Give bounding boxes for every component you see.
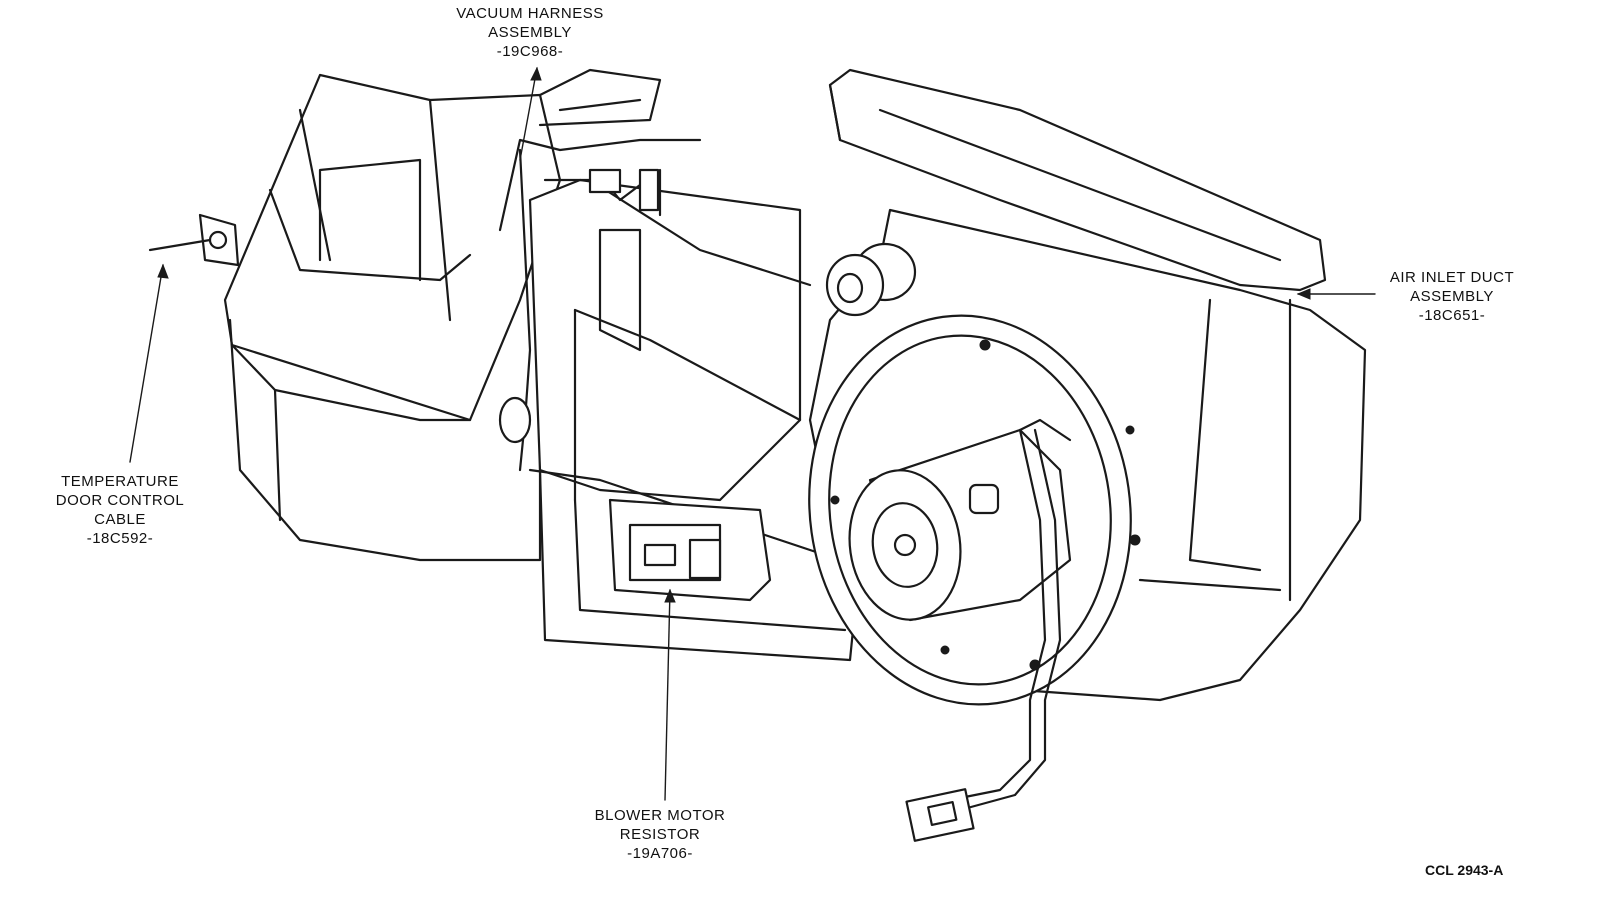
blower-resistor-part-number: -19A706- xyxy=(627,845,693,862)
air-inlet-part-number: -18C651- xyxy=(1418,307,1486,324)
figure-id: CCL 2943-A xyxy=(1425,862,1504,878)
vacuum-hoses xyxy=(498,138,812,472)
vacuum-harness-line1: VACUUM HARNESS xyxy=(456,5,604,22)
air-inlet-line1: AIR INLET DUCT xyxy=(1389,269,1515,286)
leader-lines xyxy=(129,66,1376,801)
temp-cable-bracket xyxy=(148,213,240,267)
fasteners xyxy=(830,339,1141,671)
air-inlet-line2: ASSEMBLY xyxy=(1410,288,1494,305)
blower-resistor-line1: BLOWER MOTOR xyxy=(594,807,726,824)
blower-resistor-line2: RESISTOR xyxy=(619,826,701,843)
temp-cable-callout: TEMPERATURE DOOR CONTROL CABLE -18C592- xyxy=(40,472,200,548)
vacuum-harness-line2: ASSEMBLY xyxy=(488,24,572,41)
vacuum-harness-part-number: -19C968- xyxy=(496,43,564,60)
air-inlet-duct xyxy=(828,68,1327,292)
blower-resistor-callout: BLOWER MOTOR RESISTOR -19A706- xyxy=(570,806,750,863)
blower-resistor-part xyxy=(608,498,772,602)
evaporator-case xyxy=(223,68,662,562)
air-inlet-callout: AIR INLET DUCT ASSEMBLY -18C651- xyxy=(1372,268,1532,325)
temp-cable-line1: TEMPERATURE xyxy=(61,473,179,490)
temp-cable-line2: DOOR CONTROL xyxy=(55,492,185,509)
motor-wire-lead xyxy=(905,428,1062,842)
vacuum-actuator xyxy=(825,242,917,317)
temp-cable-line3: CABLE xyxy=(94,511,146,528)
vacuum-harness-callout: VACUUM HARNESS ASSEMBLY -19C968- xyxy=(430,4,630,61)
temp-cable-part-number: -18C592- xyxy=(86,530,154,547)
blower-motor xyxy=(848,418,1072,622)
